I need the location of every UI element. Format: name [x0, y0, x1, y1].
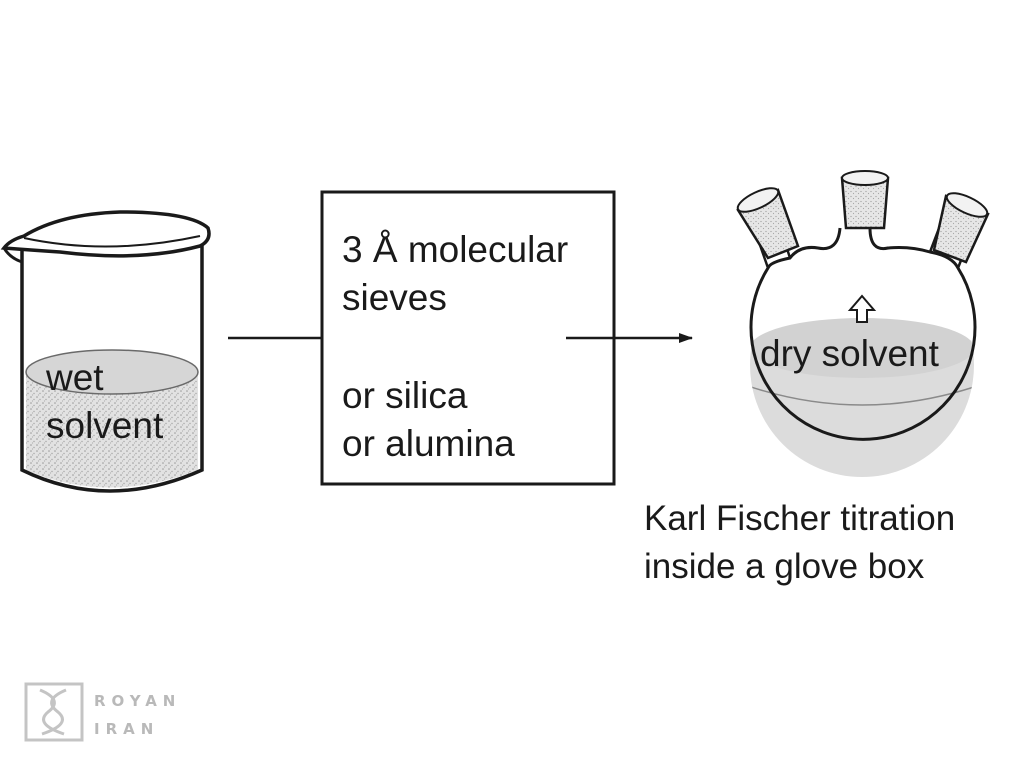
- beaker-rim: [0, 210, 211, 258]
- watermark-logo: ROYAN IRAN: [24, 682, 181, 742]
- drying-box-line2: sieves: [342, 277, 447, 318]
- wet-solvent-liquid: [26, 372, 198, 488]
- evaporation-arrow-icon: [847, 294, 877, 323]
- beaker-label-line1: wet: [45, 357, 104, 398]
- drying-box-line4: or alumina: [342, 423, 515, 464]
- beaker-label-line2: solvent: [46, 405, 164, 446]
- drying-box-line3: or silica: [342, 375, 468, 416]
- watermark-line2: IRAN: [94, 720, 159, 738]
- caption-line1: Karl Fischer titration: [644, 499, 955, 538]
- flask-label: dry solvent: [760, 333, 940, 374]
- drying-box-frame: [320, 190, 616, 486]
- drying-agent-box: 3 Å molecular sieves or silica or alumin…: [320, 190, 616, 486]
- watermark-line1: ROYAN: [94, 692, 181, 710]
- wet-solvent-surface: [25, 349, 199, 395]
- three-neck-flask: dry solvent: [736, 170, 990, 477]
- caption-line2: inside a glove box: [644, 547, 925, 586]
- drying-box-line1: 3 Å molecular: [342, 229, 568, 270]
- beaker: wet solvent: [0, 210, 211, 493]
